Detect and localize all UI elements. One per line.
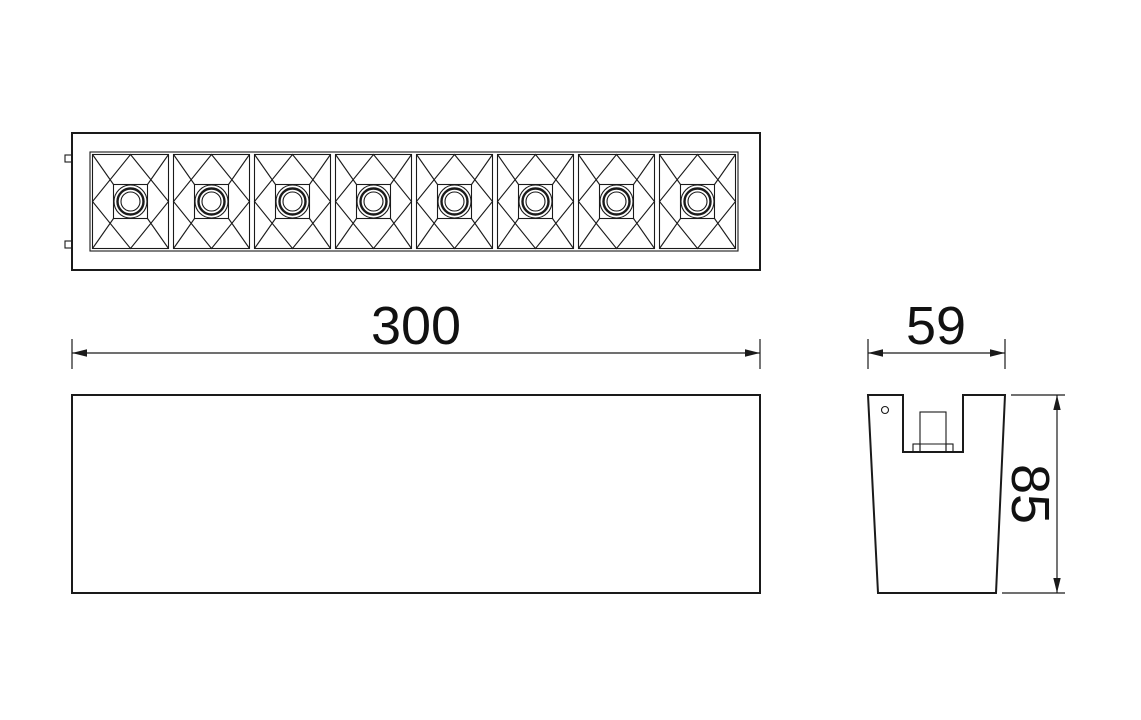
arrow-right-icon — [990, 349, 1005, 357]
led-cell — [91, 153, 170, 250]
dimension-length: 300 — [71, 296, 761, 369]
front-view-outline — [71, 394, 761, 594]
led-cell — [658, 153, 737, 250]
led-cell — [415, 153, 494, 250]
front-view — [71, 394, 761, 594]
top-view-outline — [71, 132, 761, 271]
arrow-right-icon — [745, 349, 760, 357]
led-cell — [172, 153, 251, 250]
mounting-pin — [919, 411, 947, 453]
side-view — [866, 394, 1007, 594]
dimension-length-label: 300 — [371, 296, 461, 356]
arrow-left-icon — [72, 349, 87, 357]
led-array-frame — [89, 151, 739, 252]
led-cell — [334, 153, 413, 250]
led-cell — [577, 153, 656, 250]
screw-hole — [880, 405, 890, 415]
dimension-height-label: 85 — [1000, 464, 1060, 524]
side-view-outline — [866, 394, 1007, 594]
mounting-tab — [64, 240, 73, 249]
arrow-up-icon — [1053, 395, 1061, 410]
arrow-down-icon — [1053, 578, 1061, 593]
top-view — [64, 132, 761, 271]
mounting-pin-foot-left — [912, 443, 921, 453]
mounting-pin-foot-right — [945, 443, 954, 453]
dimension-height: 85 — [1000, 394, 1065, 594]
led-cell — [253, 153, 332, 250]
dimension-depth-label: 59 — [906, 296, 966, 356]
led-cell — [496, 153, 575, 250]
arrow-left-icon — [868, 349, 883, 357]
led-cells — [91, 153, 737, 250]
mounting-tab — [64, 154, 73, 163]
dimension-depth: 59 — [867, 296, 1006, 369]
